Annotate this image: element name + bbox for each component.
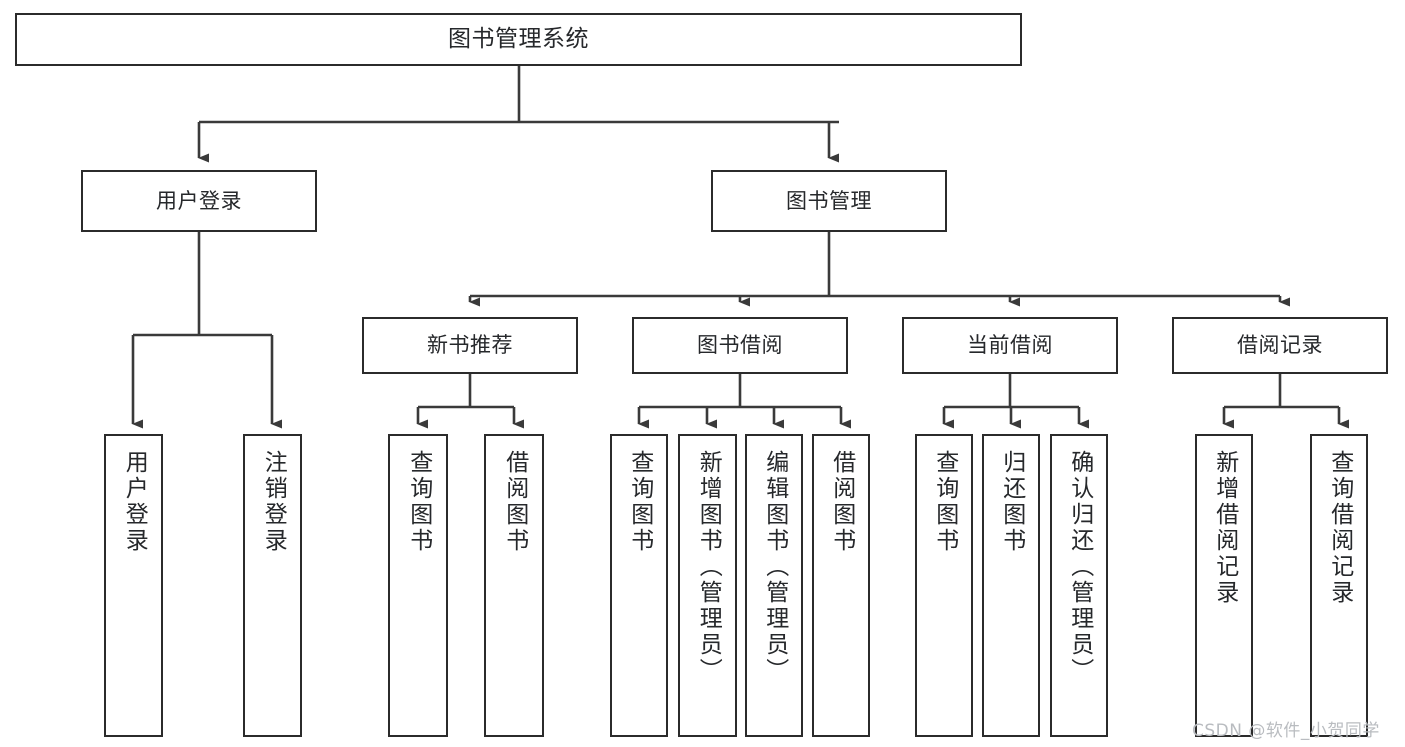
node-root[interactable]: 图书管理系统: [15, 13, 1022, 66]
node-leaf-edit-book-label: 编辑图书（管理员）: [761, 450, 788, 684]
node-book-management[interactable]: 图书管理: [711, 170, 947, 232]
node-leaf-return-book-label: 归还图书: [998, 450, 1025, 554]
node-user-login-label: 用户登录: [156, 188, 242, 213]
node-borrow-record-label: 借阅记录: [1237, 333, 1323, 358]
node-leaf-query-book-3-label: 查询图书: [931, 450, 958, 554]
node-leaf-borrow-book-1-label: 借阅图书: [501, 450, 528, 554]
node-leaf-query-book-2-label: 查询图书: [626, 450, 653, 554]
node-user-login[interactable]: 用户登录: [81, 170, 317, 232]
node-book-borrow[interactable]: 图书借阅: [632, 317, 848, 374]
node-leaf-add-book-label: 新增图书（管理员）: [695, 450, 722, 684]
node-leaf-user-login[interactable]: 用户登录: [104, 434, 163, 737]
node-book-borrow-label: 图书借阅: [697, 333, 783, 358]
node-leaf-query-book-1-label: 查询图书: [405, 450, 432, 554]
node-leaf-logout[interactable]: 注销登录: [243, 434, 302, 737]
node-borrow-record[interactable]: 借阅记录: [1172, 317, 1388, 374]
csdn-watermark: CSDN @软件_小贺同学: [1192, 721, 1380, 741]
node-current-borrow[interactable]: 当前借阅: [902, 317, 1118, 374]
node-book-management-label: 图书管理: [786, 188, 872, 213]
node-leaf-query-book-2[interactable]: 查询图书: [610, 434, 668, 737]
node-leaf-add-record-label: 新增借阅记录: [1211, 450, 1238, 606]
node-leaf-add-record[interactable]: 新增借阅记录: [1195, 434, 1253, 737]
node-leaf-add-book[interactable]: 新增图书（管理员）: [678, 434, 737, 737]
node-leaf-borrow-book-2-label: 借阅图书: [828, 450, 855, 554]
node-leaf-borrow-book-2[interactable]: 借阅图书: [812, 434, 870, 737]
node-leaf-edit-book[interactable]: 编辑图书（管理员）: [745, 434, 803, 737]
node-leaf-query-record-label: 查询借阅记录: [1326, 450, 1353, 606]
node-leaf-return-book[interactable]: 归还图书: [982, 434, 1040, 737]
node-root-label: 图书管理系统: [448, 25, 589, 52]
node-leaf-confirm-return-label: 确认归还（管理员）: [1066, 450, 1093, 684]
node-leaf-query-book-3[interactable]: 查询图书: [915, 434, 973, 737]
node-current-borrow-label: 当前借阅: [967, 333, 1053, 358]
node-leaf-user-login-label: 用户登录: [121, 450, 148, 554]
node-new-book-recommend[interactable]: 新书推荐: [362, 317, 578, 374]
node-leaf-confirm-return[interactable]: 确认归还（管理员）: [1050, 434, 1108, 737]
node-new-book-recommend-label: 新书推荐: [427, 333, 513, 358]
node-leaf-query-book-1[interactable]: 查询图书: [388, 434, 448, 737]
node-leaf-logout-label: 注销登录: [260, 450, 287, 554]
node-leaf-query-record[interactable]: 查询借阅记录: [1310, 434, 1368, 737]
node-leaf-borrow-book-1[interactable]: 借阅图书: [484, 434, 544, 737]
